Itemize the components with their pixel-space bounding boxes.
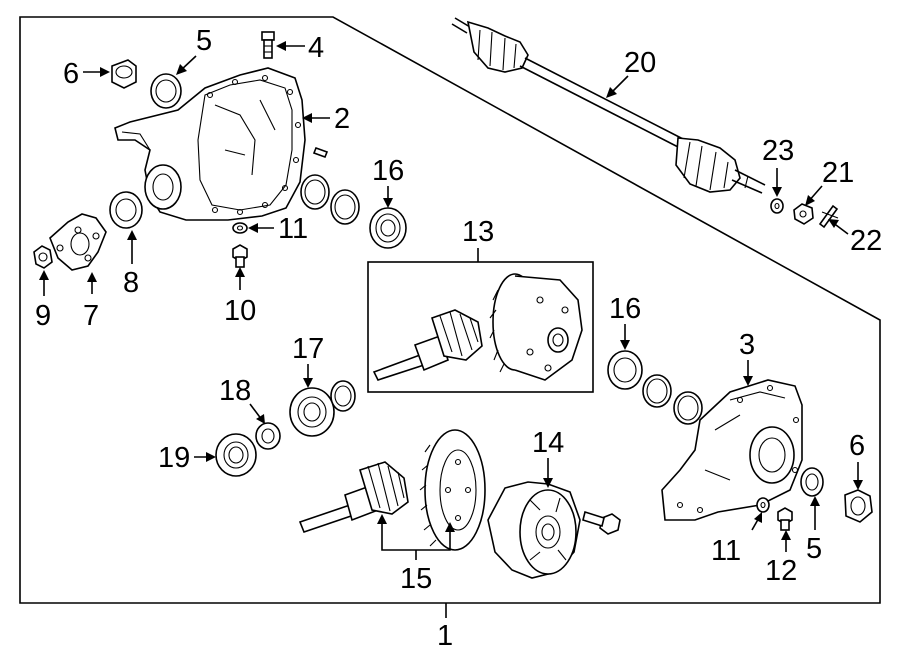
flange-part-7[interactable]	[49, 213, 107, 271]
bearing-part-19[interactable]	[215, 433, 257, 477]
pinion-nut-part-18[interactable]	[255, 422, 281, 450]
arrowhead-16-upper	[383, 198, 393, 208]
arrowhead-4	[276, 41, 286, 51]
arrowhead-5-right	[810, 496, 820, 506]
bearing-part-17[interactable]	[289, 387, 335, 437]
callout-label-18: 18	[219, 375, 251, 407]
callout-label-11-right: 11	[711, 535, 741, 567]
arrowhead-2	[302, 113, 312, 123]
callout-label-19: 19	[158, 442, 190, 474]
shim-rings-upper	[300, 174, 360, 225]
axle-shaft-part-20[interactable]	[451, 17, 766, 194]
arrowhead-15-right	[445, 522, 455, 532]
callout-label-5-right: 5	[806, 533, 822, 565]
arrowhead-22	[828, 219, 839, 228]
arrowhead-12	[781, 530, 791, 540]
arrowhead-17	[303, 378, 313, 388]
cap-part-6-right[interactable]	[844, 489, 873, 523]
seal-part-5-top[interactable]	[150, 73, 182, 109]
assembly-boundary-outline	[19, 16, 881, 604]
arrowhead-16-right	[620, 340, 630, 350]
callout-label-15: 15	[400, 563, 432, 595]
callout-label-23: 23	[762, 135, 794, 167]
callout-label-6-right: 6	[849, 430, 865, 462]
arrowhead-19	[206, 452, 216, 462]
differential-cover-part-3[interactable]	[661, 379, 803, 521]
callout-label-16-upper: 16	[372, 155, 404, 187]
arrowhead-18	[256, 414, 265, 424]
callout-label-6-top: 6	[63, 58, 79, 90]
washer-part-11-left[interactable]	[232, 222, 248, 234]
bearing-part-16-right[interactable]	[607, 350, 643, 390]
arrowhead-9	[39, 270, 49, 280]
differential-carrier-in-box	[489, 273, 583, 381]
callout-label-1: 1	[437, 620, 453, 652]
gear-set-box-part-13	[367, 261, 594, 393]
arrowhead-11-left	[248, 223, 258, 233]
callout-label-4: 4	[308, 32, 324, 64]
arrowhead-7	[87, 272, 97, 282]
callout-label-3: 3	[739, 329, 755, 361]
plug-part-10[interactable]	[232, 244, 248, 268]
leader-15-bracket	[381, 518, 451, 560]
nut-part-21[interactable]	[793, 203, 814, 225]
pinion-seal-part-8[interactable]	[109, 191, 143, 229]
callout-label-7: 7	[83, 300, 99, 332]
dowel-pin	[312, 146, 329, 159]
pinion-gear-in-box	[372, 309, 483, 381]
callout-label-21: 21	[822, 157, 854, 189]
callout-label-20: 20	[624, 47, 656, 79]
arrowhead-10	[235, 267, 245, 277]
washer-part-11-right[interactable]	[756, 497, 770, 513]
cap-part-6-top[interactable]	[111, 59, 137, 89]
callout-label-22: 22	[850, 225, 882, 257]
arrowhead-5-top	[176, 64, 187, 75]
differential-housing-part-2[interactable]	[114, 67, 306, 221]
shim-rings-right	[642, 374, 703, 425]
seal-part-5-right[interactable]	[800, 467, 824, 497]
arrowhead-20	[606, 87, 617, 98]
callout-label-8: 8	[123, 267, 139, 299]
callout-label-11-left: 11	[278, 213, 308, 245]
arrowhead-6-top	[100, 67, 110, 77]
arrowhead-11-right	[754, 512, 762, 523]
arrowhead-15-left	[377, 514, 387, 524]
callout-label-14: 14	[532, 427, 564, 459]
differential-case-part-14[interactable]	[487, 481, 581, 579]
arrowhead-8	[127, 230, 137, 240]
cotter-pin-part-22[interactable]	[818, 204, 839, 229]
arrowhead-21	[805, 195, 815, 206]
spacer-ring	[330, 380, 356, 412]
arrowhead-3	[743, 376, 753, 386]
callout-label-16-right: 16	[609, 293, 641, 325]
washer-part-23[interactable]	[770, 198, 784, 214]
breather-part-4[interactable]	[261, 31, 275, 59]
callout-label-12: 12	[765, 555, 797, 587]
bearing-part-16-upper[interactable]	[369, 207, 407, 249]
callout-label-9: 9	[35, 300, 51, 332]
arrowhead-6-right	[853, 480, 863, 490]
callout-label-17: 17	[292, 333, 324, 365]
ring-gear-bolt	[582, 510, 621, 535]
callout-label-5-top: 5	[196, 25, 212, 57]
nut-part-9[interactable]	[33, 245, 53, 269]
callout-label-13: 13	[462, 216, 494, 248]
arrowhead-14	[543, 478, 553, 488]
callout-label-2: 2	[334, 103, 350, 135]
pinion-shaft-part-15[interactable]	[298, 461, 409, 534]
plug-part-12[interactable]	[777, 507, 793, 531]
arrowhead-23	[772, 187, 782, 197]
callout-label-10: 10	[224, 295, 256, 327]
ring-gear-part-15[interactable]	[419, 429, 486, 551]
